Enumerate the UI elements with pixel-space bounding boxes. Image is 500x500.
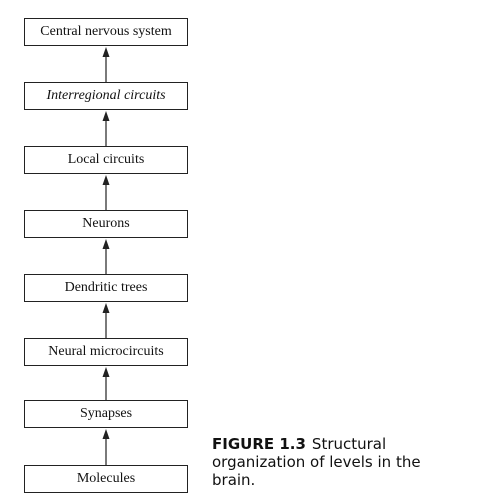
arrow-up-icon (102, 429, 110, 465)
level-label: Interregional circuits (46, 88, 166, 103)
arrow-up-icon (102, 111, 110, 146)
level-box-dendritic-trees: Dendritic trees (24, 274, 188, 302)
level-box-molecules: Molecules (24, 465, 188, 493)
level-box-local-circuits: Local circuits (24, 146, 188, 174)
level-box-synapses: Synapses (24, 400, 188, 428)
arrow-up-icon (102, 239, 110, 274)
level-label: Molecules (76, 471, 136, 486)
level-label: Synapses (79, 406, 133, 421)
level-box-neural-microcircuits: Neural microcircuits (24, 338, 188, 366)
figure-label: FIGURE 1.3 (212, 435, 306, 453)
arrow-up-icon (102, 175, 110, 210)
level-box-neurons: Neurons (24, 210, 188, 238)
level-label: Neurons (82, 216, 130, 231)
level-label: Local circuits (67, 152, 145, 167)
arrow-up-icon (102, 367, 110, 400)
level-box-central-nervous-system: Central nervous system (24, 18, 188, 46)
arrow-up-icon (102, 303, 110, 338)
caption-text: Structural organization of levels in the… (212, 435, 421, 489)
level-label: Central nervous system (40, 24, 172, 39)
level-label: Dendritic trees (64, 280, 148, 295)
arrow-up-icon (102, 47, 110, 82)
level-label: Neural microcircuits (48, 344, 164, 359)
level-box-interregional-circuits: Interregional circuits (24, 82, 188, 110)
